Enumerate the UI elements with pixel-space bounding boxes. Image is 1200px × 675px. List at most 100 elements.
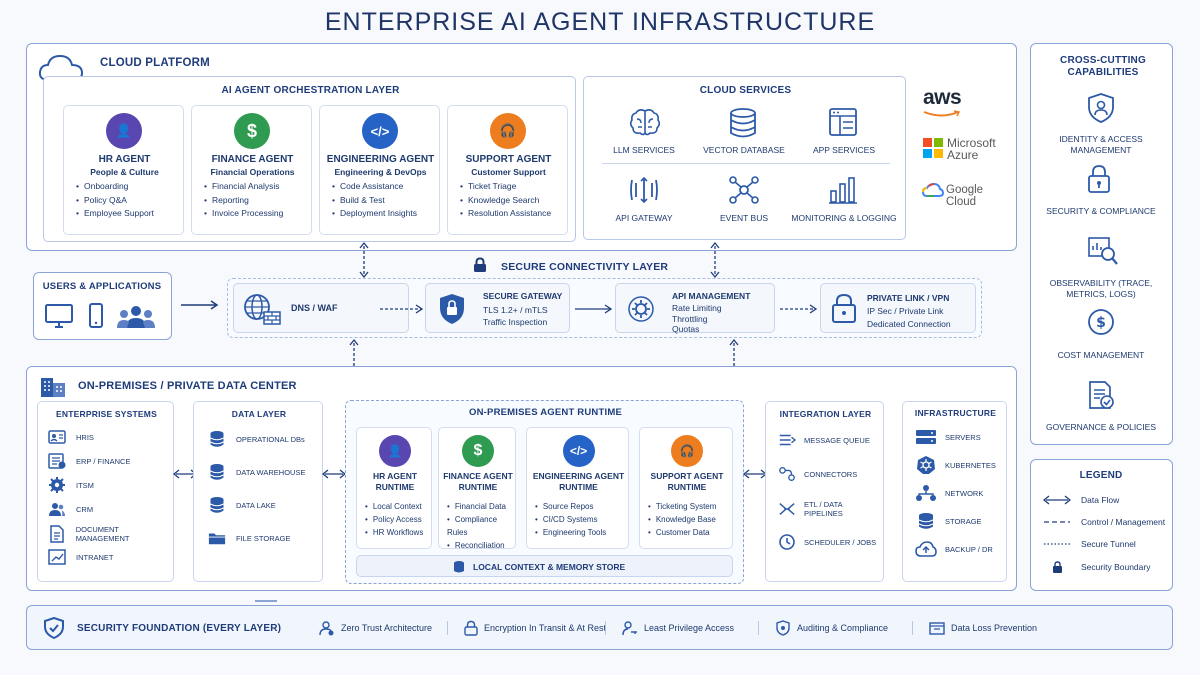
legend-control-label: Control / Management (1081, 517, 1166, 527)
users-group-icon (117, 306, 155, 328)
cloud-platform-label: CLOUD PLATFORM (100, 57, 210, 69)
data-store-file-storage[interactable]: FILE STORAGE (208, 530, 290, 546)
infra-servers[interactable]: SERVERS (915, 429, 981, 445)
enterprise-system-itsm[interactable]: ITSM (48, 477, 94, 493)
cog-small-icon (48, 477, 66, 493)
integration-connectors[interactable]: CONNECTORS (778, 466, 857, 482)
orchestration-label: AI AGENT ORCHESTRATION LAYER (221, 85, 400, 96)
enterprise-system-erp-finance[interactable]: ERP / FINANCE (48, 453, 130, 469)
runtime-card-finance-agent[interactable]: $FINANCE AGENTRUNTIMEFinancial DataCompl… (438, 427, 516, 552)
enterprise-system-hris[interactable]: HRIS (48, 429, 94, 445)
dashed-line-icon (1044, 521, 1070, 523)
infra-storage[interactable]: STORAGE (915, 513, 982, 529)
runtime-avatar-icon: $ (462, 435, 494, 467)
capability-security-compliance[interactable]: SECURITY & COMPLIANCE (1031, 164, 1171, 230)
db-stack-icon (208, 431, 226, 447)
cloud-service-vector-database[interactable]: VECTOR DATABASE (694, 105, 794, 165)
data-store-label: DATA WAREHOUSE (236, 467, 306, 477)
runtime-avatar-icon: 🎧 (671, 435, 703, 467)
foundation-least-privilege-access: Least Privilege Access (622, 620, 734, 636)
data-store-data-lake[interactable]: DATA LAKE (208, 497, 276, 513)
integration-scheduler-jobs[interactable]: SCHEDULER / JOBS (778, 534, 876, 550)
runtime-capabilities: Local ContextPolicy AccessHR Workflows (365, 500, 424, 539)
runtime-capability: Reconciliation (447, 539, 515, 552)
agent-capabilities: Ticket TriageKnowledge SearchResolution … (460, 180, 551, 221)
foundation-divider (447, 621, 448, 635)
kubernetes-icon (915, 456, 937, 474)
integration-message-queue[interactable]: MESSAGE QUEUE (778, 432, 870, 448)
runtime-name-1: FINANCE AGENT (443, 471, 513, 481)
runtime-capabilities: Financial DataCompliance RulesReconcilia… (447, 500, 515, 552)
runtime-card-support-agent[interactable]: 🎧SUPPORT AGENTRUNTIMETicketing SystemKno… (639, 427, 733, 549)
foundation-connector (255, 600, 277, 602)
legend-tunnel-label: Secure Tunnel (1081, 539, 1136, 549)
agent-capabilities: Code AssistanceBuild & TestDeployment In… (332, 180, 417, 221)
runtime-card-hr-agent[interactable]: 👤HR AGENTRUNTIMELocal ContextPolicy Acce… (356, 427, 432, 549)
cloud-service-api-gateway[interactable]: API GATEWAY (594, 173, 694, 233)
infra-backup-dr[interactable]: BACKUP / DR (915, 541, 993, 557)
queue-icon (778, 432, 796, 448)
enterprise-system-crm[interactable]: CRM (48, 501, 93, 517)
agent-capability: Deployment Insights (332, 207, 417, 221)
capability-observability-trace-metrics-logs[interactable]: OBSERVABILITY (TRACE, METRICS, LOGS) (1031, 236, 1171, 302)
agent-capabilities: OnboardingPolicy Q&AEmployee Support (76, 180, 154, 221)
infra-label: KUBERNETES (945, 460, 996, 470)
capability-identity-access-management[interactable]: IDENTITY & ACCESS MANAGEMENT (1031, 92, 1171, 158)
document-icon (48, 525, 66, 543)
integration-etl-data-pipelines[interactable]: ETL / DATA PIPELINES (778, 500, 883, 518)
lock-icon (1087, 164, 1111, 199)
foundation-label: Auditing & Compliance (797, 623, 889, 633)
agent-capability: Reporting (204, 194, 283, 208)
double-arrow-icon (1043, 495, 1071, 505)
agent-avatar-icon: $ (234, 113, 270, 149)
data-store-label: FILE STORAGE (236, 533, 291, 543)
dotted-line-icon (1044, 543, 1070, 545)
secure-gateway-box: SECURE GATEWAY TLS 1.2+ / mTLS Traffic I… (425, 283, 570, 333)
gear-icon (628, 296, 654, 322)
legend-boundary: Security Boundary (1043, 561, 1150, 573)
integration-layer-label: INTEGRATION LAYER (779, 409, 872, 419)
infra-kubernetes[interactable]: KUBERNETES (915, 456, 996, 474)
shield-gear-icon (775, 620, 791, 636)
enterprise-system-document-management[interactable]: DOCUMENT MANAGEMENT (48, 525, 173, 543)
runtime-capabilities: Source ReposCI/CD SystemsEngineering Too… (535, 500, 606, 539)
cloud-service-llm-services[interactable]: LLM SERVICES (594, 105, 694, 165)
capability-governance-policies[interactable]: GOVERNANCE & POLICIES (1031, 380, 1171, 446)
integration-label: CONNECTORS (804, 469, 858, 479)
capability-cost-management[interactable]: $COST MANAGEMENT (1031, 308, 1171, 374)
runtime-capability: Source Repos (535, 500, 606, 513)
data-store-operational-dbs[interactable]: OPERATIONAL DBs (208, 431, 305, 447)
runtime-card-engineering-agent[interactable]: </>ENGINEERING AGENTRUNTIMESource ReposC… (526, 427, 629, 549)
key-user-icon (622, 620, 638, 636)
agent-name: FINANCE AGENT (211, 154, 294, 165)
infra-network[interactable]: NETWORK (915, 485, 983, 501)
api-management-box: API MANAGEMENT Rate Limiting Throttling … (615, 283, 775, 334)
cloud-service-app-services[interactable]: APP SERVICES (794, 105, 894, 165)
cloud-service-event-bus[interactable]: EVENT BUS (694, 173, 794, 233)
data-store-label: DATA LAKE (236, 500, 276, 510)
foundation-data-loss-prevention: Data Loss Prevention (929, 620, 1037, 636)
infra-label: BACKUP / DR (945, 544, 993, 554)
data-store-data-warehouse[interactable]: DATA WAREHOUSE (208, 464, 305, 480)
api-gateway-icon (628, 175, 660, 210)
foundation-label: Least Privilege Access (644, 623, 735, 633)
svg-text:$: $ (1096, 315, 1106, 331)
capability-label: IDENTITY & ACCESS MANAGEMENT (1059, 134, 1143, 155)
azure-logo-text-2: Azure (947, 148, 979, 162)
cloud-services-label: CLOUD SERVICES (699, 85, 792, 96)
agent-capability: Resolution Assistance (460, 207, 551, 221)
enterprise-system-intranet[interactable]: INTRANET (48, 549, 114, 565)
cloud-service-monitoring-logging[interactable]: MONITORING & LOGGING (791, 173, 897, 233)
data-to-runtime-arrow (322, 469, 346, 479)
capability-label: GOVERNANCE & POLICIES (1045, 422, 1157, 432)
